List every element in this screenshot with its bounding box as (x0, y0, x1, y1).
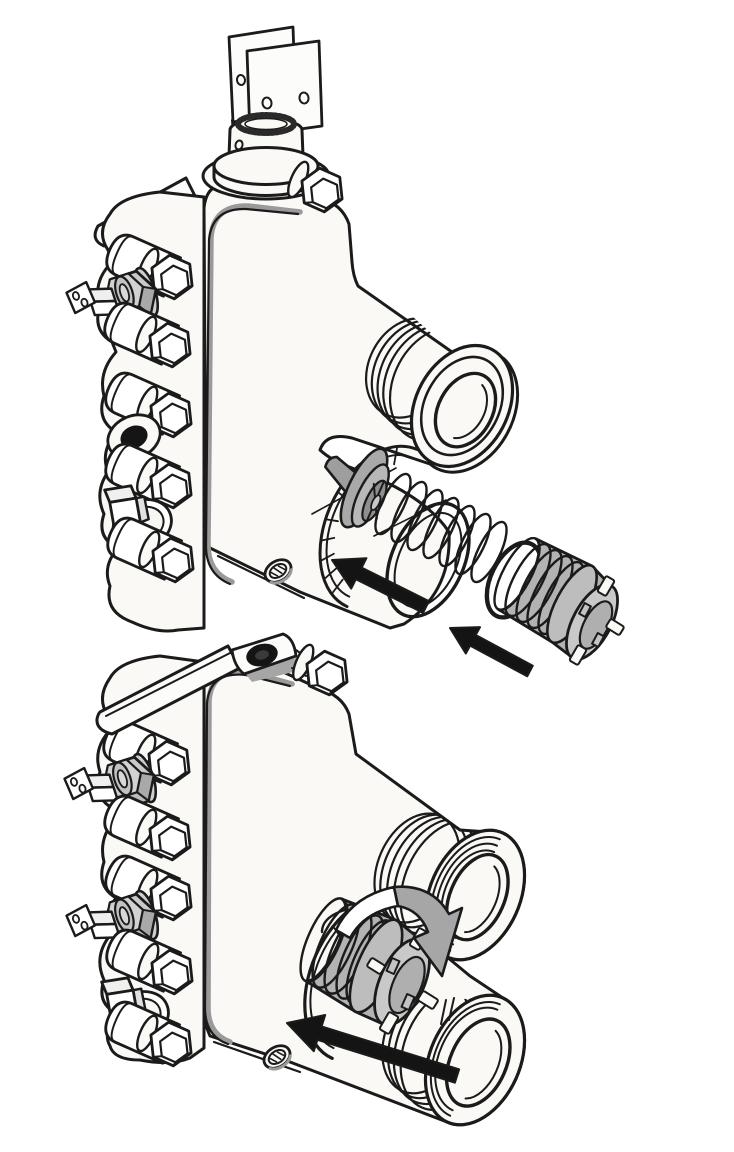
figure-step-2: Step 2: Screw the cartridge clockwise in… (61, 632, 527, 1127)
body-contour (203, 673, 292, 1046)
bracket-tab-shadow (244, 658, 310, 682)
check-valve-cartridge (493, 536, 625, 666)
insert-arrow-small (449, 626, 534, 678)
cartridge-prongs (385, 956, 416, 1012)
lower-outlet-port (381, 993, 527, 1127)
spring (374, 472, 508, 584)
insert-arrow-large (331, 557, 430, 614)
knurled-ring (235, 112, 297, 136)
body-contour-shadow (205, 203, 303, 585)
folded-bracket (95, 632, 357, 736)
figure-step-1: Step 1: Insert check valve poppet, sprin… (63, 25, 625, 678)
insert-arrow (286, 1014, 461, 1084)
cartridge-recess (388, 955, 426, 1015)
body-contour (204, 207, 300, 586)
rotate-arrow (334, 885, 464, 978)
body-underside-edge (216, 554, 306, 600)
bracket-hole (261, 96, 273, 110)
outlet-port (364, 317, 515, 469)
check-valve-poppet (324, 447, 390, 529)
rotate-arrow-gray-band (392, 885, 464, 978)
body-underside-edge (212, 1040, 302, 1074)
bracket-hole (298, 91, 310, 105)
cartridge-prongs (578, 602, 605, 648)
bracket-hole (235, 74, 247, 86)
cartridge-slots (568, 575, 625, 666)
bracket-bar (95, 644, 242, 736)
installed-cartridge (299, 897, 439, 1035)
